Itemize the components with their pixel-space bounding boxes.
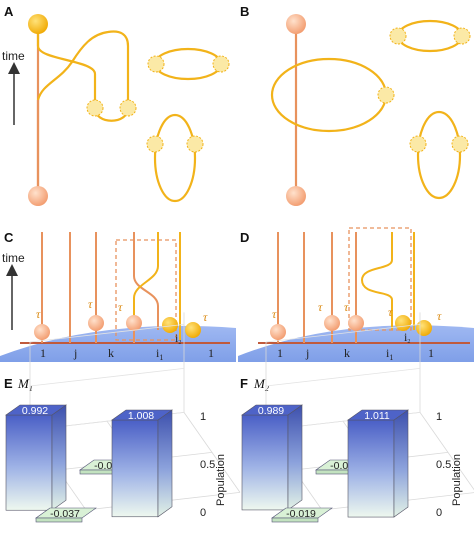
bar-m2-1-0: -0.019 (271, 507, 333, 523)
small-site-label-d: i2 (404, 330, 410, 345)
vertex-a6 (186, 135, 204, 153)
dashed-region-d (348, 227, 412, 331)
panel-f: F M2 00.51Population0.989-0.017-0.0191.0… (240, 312, 474, 523)
bar-m1-1-0: -0.037 (35, 507, 97, 523)
vertex-a1 (86, 99, 104, 117)
bar-value-label: -0.019 (286, 508, 316, 520)
matrix-label-f: M2 (253, 376, 269, 393)
tau-label-c3: τ (118, 300, 123, 314)
vacuum-loop-a2 (153, 113, 197, 203)
site-label-c1: 1 (40, 346, 46, 360)
tau-label-c4: τ (203, 310, 208, 324)
vacuum-loop-b2 (396, 19, 464, 53)
time-label-a: time (2, 49, 25, 63)
panel-a: A time (2, 4, 230, 206)
z-tick-label: 1 (200, 411, 206, 423)
tau-label-d5: τ (437, 309, 442, 323)
vertex-b2 (389, 27, 407, 45)
vertex-b1 (377, 86, 395, 104)
tau-label-c1: τ (36, 307, 41, 321)
site-label-d-k: k (344, 346, 350, 360)
z-tick-label: 1 (436, 411, 442, 423)
site-label-d-i1: i1 (386, 346, 393, 362)
site-label-c-i1: i1 (156, 346, 163, 362)
panel-b: B (240, 4, 471, 206)
z-tick-label: 0.5 (436, 459, 451, 471)
site-label-d1: 1 (277, 346, 283, 360)
vertex-a4 (212, 55, 230, 73)
panel-f-letter: F (240, 376, 248, 391)
panel-b-letter: B (240, 4, 249, 19)
vacuum-loop-b1 (270, 57, 388, 133)
bar-value-label: 0.992 (22, 405, 48, 417)
panel-e: E M1 00.51Population0.992-0.012-0.0371.0… (4, 312, 241, 523)
tau-label-d1: τ (272, 307, 277, 321)
panel-d-letter: D (240, 230, 249, 245)
tau-label-d2: τ (318, 300, 323, 314)
bar-m1-1-1: 1.008 (111, 409, 173, 518)
panel-c-letter: C (4, 230, 14, 245)
vertex-b4 (409, 135, 427, 153)
bar-value-label: 1.011 (364, 410, 390, 422)
site-label-c-k: k (108, 346, 114, 360)
site-label-c-j: j (73, 346, 77, 360)
vertex-a2 (119, 99, 137, 117)
panel-e-letter: E (4, 376, 13, 391)
particle-yellow-a (28, 14, 48, 34)
z-axis-label: Population (451, 454, 463, 506)
panel-c: C time τ τ τ τ 1 j k i1 1 i2 (0, 230, 236, 362)
vacuum-loop-a1 (153, 47, 223, 81)
vertex-b3 (453, 27, 471, 45)
bar-m2-1-1: 1.011 (347, 409, 409, 518)
bar-value-label: 0.989 (258, 405, 284, 417)
matrix-label-e: M1 (17, 376, 33, 393)
tau-label-d4: τ (388, 305, 393, 319)
small-site-label-c: i2 (175, 331, 181, 346)
z-tick-label: 0.5 (200, 459, 215, 471)
site-label-d-j: j (305, 346, 309, 360)
dashed-region-c (115, 239, 177, 341)
vertex-b5 (451, 135, 469, 153)
particle-orange-a (28, 186, 48, 206)
z-tick-label: 0 (436, 507, 442, 519)
time-label-c: time (2, 251, 25, 265)
particle-orange-b2 (286, 186, 306, 206)
site-label-d-last: 1 (428, 346, 434, 360)
worldline-yellow-loop-a (36, 30, 130, 122)
panel-a-letter: A (4, 4, 14, 19)
bar-value-label: -0.037 (50, 508, 80, 520)
vacuum-loop-b3 (416, 110, 462, 200)
particle-orange-b1 (286, 14, 306, 34)
bar-m1-0-0: 0.992 (5, 404, 67, 511)
vertex-a5 (146, 135, 164, 153)
z-tick-label: 0 (200, 507, 206, 519)
tau-label-c2: τ (88, 297, 93, 311)
bar-m2-0-0: 0.989 (241, 404, 303, 511)
bar-value-label: 1.008 (128, 410, 154, 422)
site-label-c-last: 1 (208, 346, 214, 360)
vertex-a3 (147, 55, 165, 73)
z-axis-label: Population (215, 454, 227, 506)
tau-label-d3: τ (344, 300, 349, 314)
panel-d: D τ τ τ τ τ 1 j k i1 1 i2 (238, 227, 474, 362)
worldline-yellow-a (36, 24, 97, 108)
